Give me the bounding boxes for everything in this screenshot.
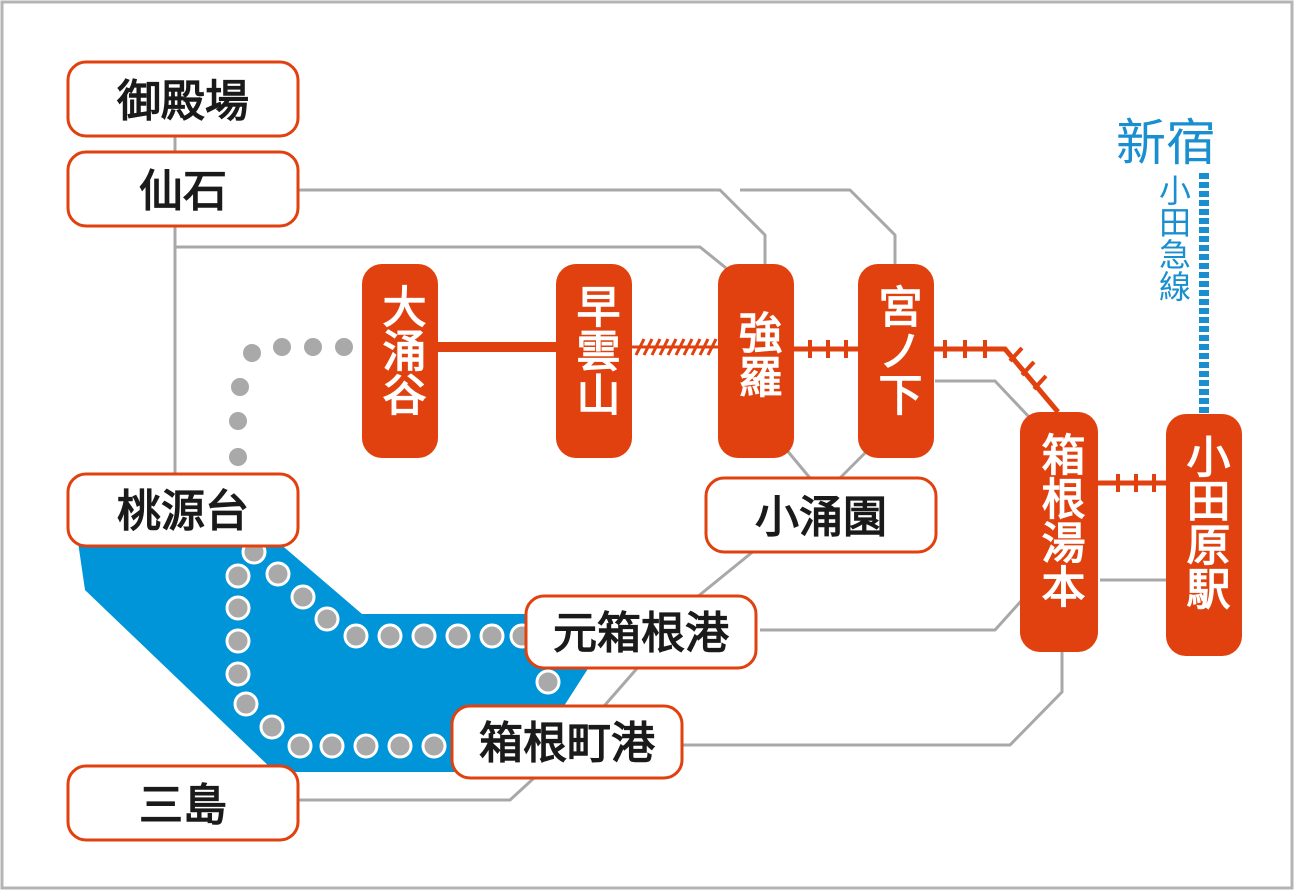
station-miyanoshita[interactable]: 宮ノ下 (858, 264, 934, 458)
station-owakudani[interactable]: 大涌谷 (362, 264, 438, 458)
ropeway-dot (333, 336, 355, 358)
station-label: 宮ノ下 (871, 284, 922, 416)
cruise-dot (225, 661, 251, 687)
ropeway-dot (227, 446, 249, 468)
ropeway-dot (229, 376, 251, 398)
station-gotemba[interactable]: 御殿場 (66, 60, 300, 138)
station-motohakone-port[interactable]: 元箱根港 (524, 594, 758, 670)
cruise-dot (445, 623, 471, 649)
station-label: 大涌谷 (375, 284, 427, 416)
station-label: 早雲山 (569, 284, 620, 416)
cruise-dot (319, 733, 345, 759)
station-label: 仙石 (139, 166, 227, 217)
station-label: 三島 (139, 780, 227, 831)
station-label: 小涌園 (755, 492, 887, 543)
shinjuku-label: 新宿 (1116, 114, 1216, 172)
cruise-dot (343, 623, 369, 649)
cruise-dot (225, 628, 251, 654)
station-hakonemachi-port[interactable]: 箱根町港 (450, 704, 684, 780)
ropeway-dot (302, 336, 324, 358)
cruise-dot (225, 595, 251, 621)
station-hakone-yumoto[interactable]: 箱根湯本 (1020, 412, 1098, 652)
cruise-dot (479, 623, 505, 649)
station-label: 強羅 (731, 310, 782, 398)
ropeway-dot (227, 410, 249, 432)
station-label: 御殿場 (116, 76, 249, 127)
cruise-dot (290, 584, 316, 610)
cruise-dot (411, 623, 437, 649)
ropeway-dot (241, 342, 263, 364)
cruise-dot (377, 623, 403, 649)
ropeway-dot (271, 336, 293, 358)
station-label: 小田原駅 (1179, 434, 1231, 610)
station-sounzan[interactable]: 早雲山 (556, 264, 632, 458)
cruise-dot (225, 563, 251, 589)
station-kowakien[interactable]: 小涌園 (704, 476, 938, 554)
station-label: 桃源台 (117, 486, 249, 537)
station-mishima[interactable]: 三島 (66, 764, 300, 842)
odakyu-line-label: 小田急線 (1154, 174, 1192, 302)
station-label: 元箱根港 (553, 608, 730, 659)
cruise-dot (233, 691, 259, 717)
cruise-dot (535, 669, 561, 695)
cruise-dot (314, 606, 340, 632)
station-odawara[interactable]: 小田原駅 (1166, 414, 1242, 656)
cruise-dot (287, 733, 313, 759)
hakone-cable-car (632, 338, 718, 356)
cruise-dot (387, 733, 413, 759)
station-togendai[interactable]: 桃源台 (66, 472, 300, 548)
cruise-dot (353, 733, 379, 759)
station-label: 箱根湯本 (1034, 432, 1086, 608)
hakone-tozan-railway (794, 340, 1166, 492)
station-sengoku[interactable]: 仙石 (66, 150, 300, 228)
station-label: 箱根町港 (479, 718, 656, 769)
hakone-ropeway (227, 336, 355, 468)
cruise-dot (259, 714, 285, 740)
station-gora[interactable]: 強羅 (718, 264, 794, 458)
cruise-dot (265, 561, 291, 587)
cruise-dot (421, 733, 447, 759)
